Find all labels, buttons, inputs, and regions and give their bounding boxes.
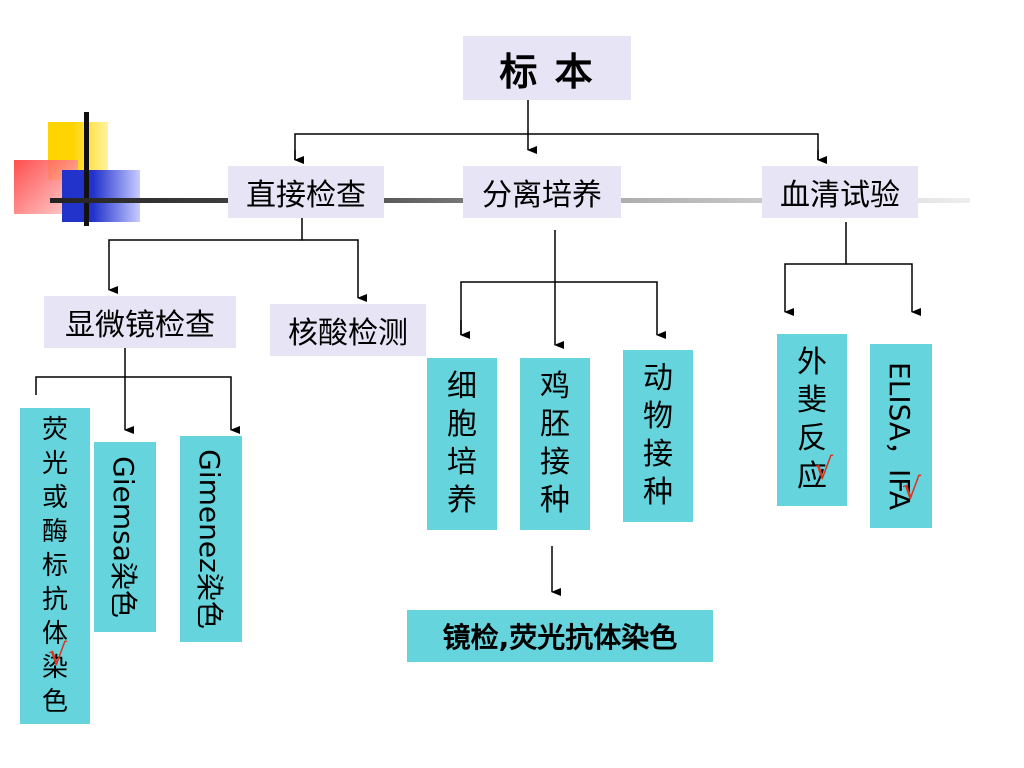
checkmark-elisa: √ — [902, 472, 922, 507]
chick-embryo-char: 接 — [540, 445, 570, 480]
fluorescent-char: 染 — [41, 653, 68, 683]
gimenez-label: Gimenez染色 — [193, 449, 226, 629]
cell-culture-char: 养 — [447, 483, 477, 518]
microscopy-fluorescent-result-node: 镜检,荧光抗体染色 — [407, 610, 713, 662]
culture-label: 分离培养 — [482, 178, 602, 213]
serum-test-label: 血清试验 — [780, 178, 900, 213]
animal-inoculation-node: 动 物 接 种 — [623, 350, 693, 522]
microscopy-label: 显微镜检查 — [65, 308, 215, 343]
animal-char: 接 — [643, 437, 673, 472]
serum-test-node: 血清试验 — [762, 166, 918, 218]
fluorescent-char: 色 — [41, 687, 68, 717]
nucleic-acid-node: 核酸检测 — [270, 304, 426, 356]
animal-char: 动 — [643, 361, 673, 396]
weil-felix-char: 反 — [797, 421, 827, 456]
root-label: 标 本 — [499, 49, 595, 94]
result-label: 镜检,荧光抗体染色 — [442, 621, 678, 654]
gimenez-stain-node: Gimenez染色 — [180, 436, 242, 642]
checkmark-weil-felix: √ — [814, 452, 834, 487]
decor-blue-square — [62, 170, 140, 222]
chick-embryo-char: 种 — [540, 483, 570, 518]
culture-node: 分离培养 — [463, 166, 621, 218]
weil-felix-char: 应 — [797, 459, 827, 494]
direct-exam-label: 直接检查 — [246, 178, 366, 213]
cell-culture-node: 细 胞 培 养 — [427, 358, 497, 530]
fluorescent-char: 或 — [41, 483, 68, 513]
cell-culture-char: 细 — [447, 369, 477, 404]
animal-char: 物 — [643, 399, 673, 434]
direct-exam-node: 直接检查 — [228, 166, 384, 218]
fluorescent-char: 抗 — [41, 585, 68, 615]
chick-embryo-node: 鸡 胚 接 种 — [520, 358, 590, 530]
elisa-ifa-node: ELISA，IFA — [870, 344, 932, 528]
giemsa-stain-node: Giemsa染色 — [94, 442, 156, 632]
chick-embryo-char: 胚 — [540, 407, 570, 442]
fluorescent-char: 光 — [41, 449, 68, 479]
animal-char: 种 — [643, 475, 673, 510]
cell-culture-char: 培 — [447, 445, 477, 480]
fluorescent-char: 体 — [41, 619, 68, 649]
weil-felix-char: 斐 — [797, 383, 827, 418]
microscopy-node: 显微镜检查 — [44, 296, 236, 348]
fluorescent-char: 标 — [41, 551, 68, 581]
fluorescent-char: 荧 — [41, 415, 68, 445]
cell-culture-char: 胞 — [447, 407, 477, 442]
decor-vertical-bar — [84, 112, 89, 226]
chick-embryo-char: 鸡 — [540, 369, 570, 404]
weil-felix-char: 外 — [797, 345, 827, 380]
weil-felix-node: 外 斐 反 应 — [777, 334, 847, 506]
nucleic-acid-label: 核酸检测 — [288, 316, 408, 351]
root-node: 标 本 — [463, 36, 631, 100]
giemsa-label: Giemsa染色 — [107, 456, 141, 618]
fluorescent-char: 酶 — [41, 517, 68, 547]
checkmark-fluorescent: √ — [48, 638, 68, 673]
fluorescent-stain-node: 荧 光 或 酶 标 抗 体 染 色 — [20, 408, 90, 724]
